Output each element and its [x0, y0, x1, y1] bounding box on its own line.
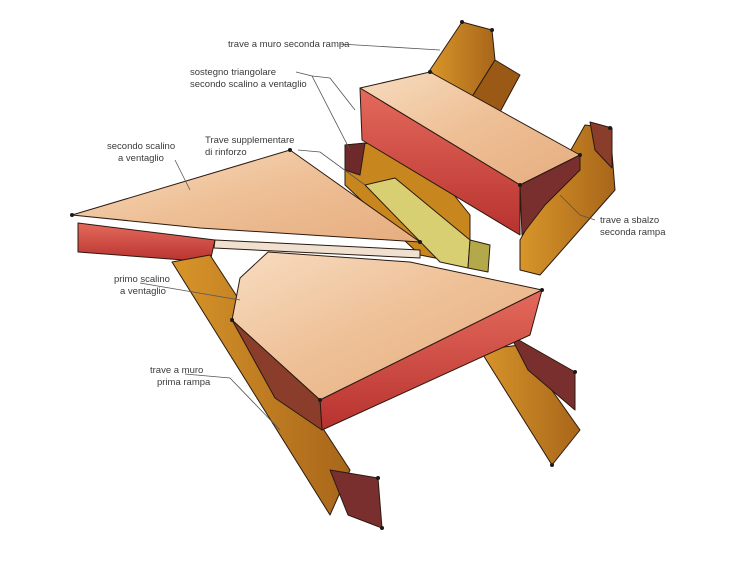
label-first-fan-step-line1: primo scalino — [114, 274, 170, 285]
label-reinforcement-line2: di rinforzo — [205, 147, 247, 158]
leader-lines — [139, 43, 596, 431]
labels: trave a muro seconda rampa sostegno tria… — [107, 39, 666, 388]
corner-markers — [70, 20, 612, 530]
upper-step — [359, 71, 581, 236]
label-reinforcement-line1: Trave supplementare — [205, 135, 294, 146]
lower-right-beam — [479, 334, 581, 466]
label-wall-beam-first-flight-line1: trave a muro — [150, 365, 203, 376]
label-triangular-support-line1: sostegno triangolare — [190, 67, 276, 78]
second-fan-step — [71, 149, 421, 263]
reinforcement-beam — [364, 177, 491, 273]
label-second-fan-step-line2: a ventaglio — [118, 153, 164, 164]
label-first-fan-step-line2: a ventaglio — [120, 286, 166, 297]
label-wall-beam-second-flight: trave a muro seconda rampa — [228, 39, 350, 50]
label-cantilever-line1: trave a sbalzo — [600, 215, 659, 226]
label-triangular-support-line2: secondo scalino a ventaglio — [190, 79, 307, 90]
label-second-fan-step-line1: secondo scalino — [107, 141, 175, 152]
wall-beam-first-flight — [171, 254, 383, 529]
label-cantilever-line2: seconda rampa — [600, 227, 666, 238]
label-wall-beam-first-flight-line2: prima rampa — [157, 377, 211, 388]
